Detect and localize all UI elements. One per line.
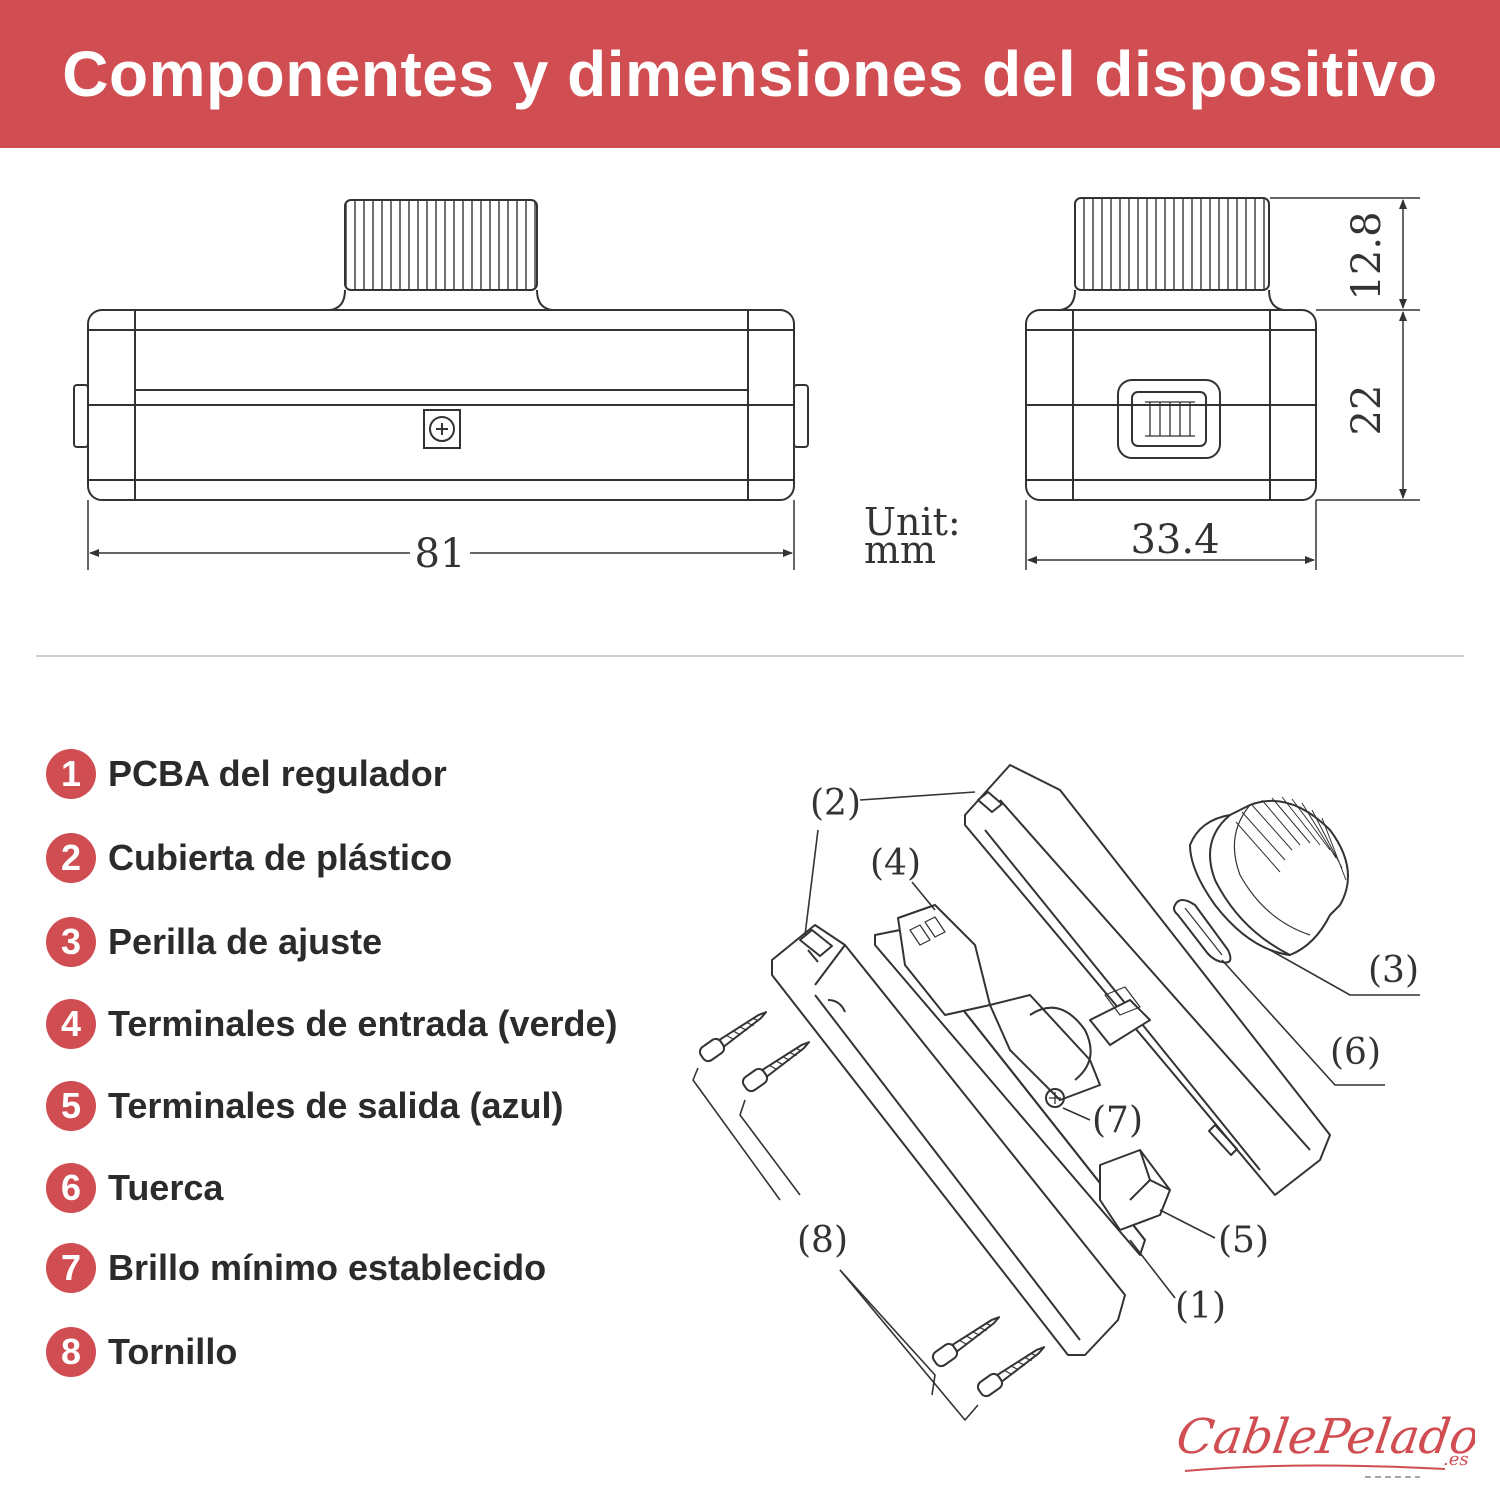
knob-part <box>1189 796 1349 956</box>
legend-label: Tuerca <box>108 1167 224 1208</box>
legend-number-badge: 7 <box>46 1243 96 1293</box>
dim-length: 81 <box>415 531 466 577</box>
callout-7: (7) <box>1092 1100 1143 1141</box>
exploded-view: (2) (4) (3) (6) (7) (8) (5) (1) <box>692 764 1420 1421</box>
legend-label: Brillo mínimo establecido <box>108 1247 547 1288</box>
dim-width: 33.4 <box>1130 517 1219 563</box>
legend-label: Cubierta de plástico <box>108 837 453 878</box>
nut-part <box>1173 899 1232 964</box>
pcb-part <box>874 904 1171 1256</box>
legend-label: Tornillo <box>108 1331 238 1372</box>
page-title: Componentes y dimensiones del dispositiv… <box>62 38 1438 110</box>
unit-mm: mm <box>864 528 936 572</box>
unit-label: Unit: <box>864 500 961 544</box>
dim-knob-height: 12.8 <box>1344 211 1390 300</box>
callout-1: (1) <box>1175 1286 1226 1327</box>
legend-number-badge: 8 <box>46 1327 96 1377</box>
callout-4: (4) <box>870 843 921 884</box>
legend-label: Terminales de entrada (verde) <box>108 1003 618 1044</box>
legend-item-4: 4 Terminales de entrada (verde) <box>46 998 618 1050</box>
callout-2: (2) <box>810 783 861 824</box>
logo-suffix: .es <box>1443 1449 1469 1470</box>
callout-5: (5) <box>1218 1220 1269 1261</box>
callout-8: (8) <box>797 1220 848 1261</box>
legend-number-badge: 4 <box>46 999 96 1049</box>
legend-label: PCBA del regulador <box>108 753 447 794</box>
legend-number-badge: 3 <box>46 917 96 967</box>
side-view <box>73 199 809 570</box>
legend-item-2: 2 Cubierta de plástico <box>46 832 452 884</box>
legend-label: Terminales de salida (azul) <box>108 1085 564 1126</box>
callout-3: (3) <box>1368 950 1419 991</box>
technical-drawing: 81 Unit: mm 33.4 12.8 22 <box>73 197 1420 577</box>
unit-note: Unit: mm <box>864 500 961 572</box>
legend-item-3: 3 Perilla de ajuste <box>46 916 382 968</box>
legend-number-badge: 1 <box>46 749 96 799</box>
legend-number-badge: 2 <box>46 833 96 883</box>
legend-number-badge: 6 <box>46 1163 96 1213</box>
legend-item-1: 1 PCBA del regulador <box>46 748 447 800</box>
legend-label: Perilla de ajuste <box>108 921 383 962</box>
brand-logo: CablePelado .es <box>1175 1409 1475 1478</box>
front-cover <box>771 924 1126 1356</box>
title-banner: Componentes y dimensiones del dispositiv… <box>0 0 1500 148</box>
dim-body-height: 22 <box>1344 385 1390 436</box>
legend-item-7: 7 Brillo mínimo establecido <box>46 1242 546 1294</box>
legend-item-6: 6 Tuerca <box>46 1162 223 1214</box>
legend-number-badge: 5 <box>46 1081 96 1131</box>
legend-item-5: 5 Terminales de salida (azul) <box>46 1080 563 1132</box>
leader-lines <box>804 791 1420 1299</box>
end-view <box>1025 197 1420 570</box>
back-cover <box>964 764 1331 1196</box>
legend-item-8: 8 Tornillo <box>46 1326 237 1378</box>
screw-set <box>692 1011 1046 1421</box>
section-divider <box>36 655 1464 657</box>
callout-6: (6) <box>1330 1032 1381 1073</box>
logo-text: CablePelado <box>1175 1409 1475 1465</box>
